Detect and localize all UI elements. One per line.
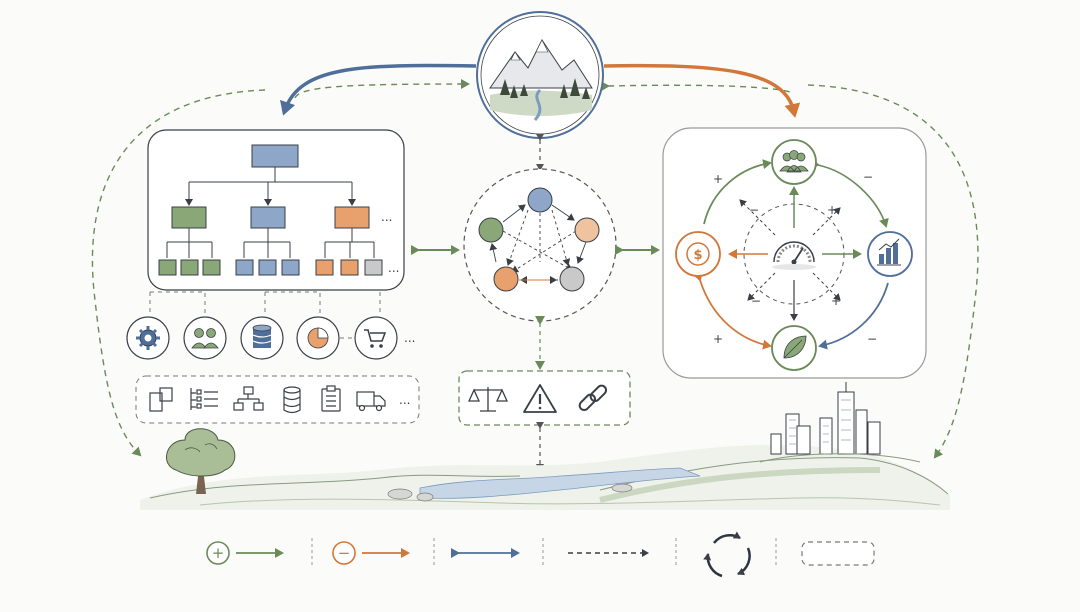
hub-to-feedback-arrow: [603, 63, 801, 118]
outer-sign: +: [713, 172, 723, 186]
leaf-node: [235, 259, 254, 276]
leaf-node: [202, 259, 221, 276]
category-icons: ...: [126, 316, 415, 360]
tool-row: ...: [135, 375, 420, 424]
legend-positive: +: [206, 541, 284, 565]
hub-to-hierarchy-arrow: [280, 63, 477, 116]
network-node-gray: [559, 266, 585, 292]
outer-sign: +: [713, 332, 723, 346]
category-more-marker: ...: [404, 331, 415, 345]
gauge-icon: [772, 241, 816, 270]
pie-chart-icon: [296, 316, 340, 360]
structure-blocks-icon: [149, 387, 173, 412]
bar-chart-icon: [867, 231, 913, 277]
gear-icon: [126, 316, 170, 360]
legend: + −: [206, 531, 875, 578]
legend-negative: −: [332, 541, 410, 565]
network-node-orange: [574, 217, 600, 243]
inner-sign: +: [831, 294, 841, 308]
svg-text:$: $: [693, 248, 702, 263]
risk-panel: [458, 370, 631, 426]
users-icon: [183, 316, 227, 360]
hierarchy-node-orange: [334, 206, 370, 229]
balance-scale-icon: [467, 387, 509, 412]
inner-sign: −: [751, 294, 761, 308]
tree-icon: [166, 428, 236, 494]
hierarchy-row-more-marker: ...: [388, 261, 399, 275]
hierarchy-panel: ... ...: [147, 129, 405, 291]
legend-minus-sign: −: [338, 544, 351, 562]
city-skyline-icon: [770, 382, 881, 455]
database-icon: [240, 316, 284, 360]
leaf-node: [158, 259, 177, 276]
tool-more-marker: ...: [399, 393, 410, 407]
dollar-icon: $: [675, 231, 721, 277]
leaf-icon: [771, 325, 817, 371]
network-panel: [463, 168, 617, 322]
hierarchy-to-categories-links: [149, 291, 381, 339]
warning-icon: [523, 384, 557, 413]
leaf-node: [180, 259, 199, 276]
leaf-node: [364, 259, 383, 276]
clipboard-icon: [321, 385, 341, 412]
cycle-arrows-icon: [703, 531, 751, 578]
outer-feedback-loops: [91, 79, 979, 459]
dashed-box-icon: [801, 541, 875, 566]
leaf-node: [281, 259, 300, 276]
feedback-panel: $ + − + − − + − +: [662, 127, 927, 379]
network-node-orange-2: [493, 266, 519, 292]
leaf-node: [340, 259, 359, 276]
network-node-green: [478, 217, 504, 243]
network-node-blue: [527, 187, 553, 213]
legend-plus-sign: +: [212, 544, 225, 562]
inner-sign: −: [749, 203, 759, 217]
storage-icon: [283, 386, 301, 414]
inner-sign: +: [827, 203, 837, 217]
hierarchy-node-blue: [250, 206, 286, 229]
org-chart-icon: [233, 386, 264, 411]
leaf-node: [258, 259, 277, 276]
outer-sign: −: [867, 332, 877, 346]
outer-sign: −: [863, 170, 873, 184]
leaf-node: [315, 259, 334, 276]
hierarchy-node-green: [171, 206, 207, 229]
list-tree-icon: [190, 388, 218, 410]
plus-circle-icon: [206, 541, 230, 565]
delivery-truck-icon: [356, 391, 386, 412]
hierarchy-root-node: [251, 144, 299, 168]
chain-link-icon: [578, 384, 608, 412]
landscape: [140, 382, 950, 510]
hub-to-left-dashed: [294, 79, 470, 99]
cart-icon: [354, 316, 398, 360]
minus-circle-icon: [332, 541, 356, 565]
outer-loop-right-arrow: [807, 84, 979, 459]
hub-to-right-dashed: [600, 81, 791, 93]
outer-loop-left-arrow: [91, 89, 266, 457]
people-icon: [771, 139, 817, 185]
hierarchy-more-marker: ...: [381, 210, 392, 224]
mountain-landscape-icon: [489, 39, 593, 121]
hub-landscape: [476, 11, 604, 139]
